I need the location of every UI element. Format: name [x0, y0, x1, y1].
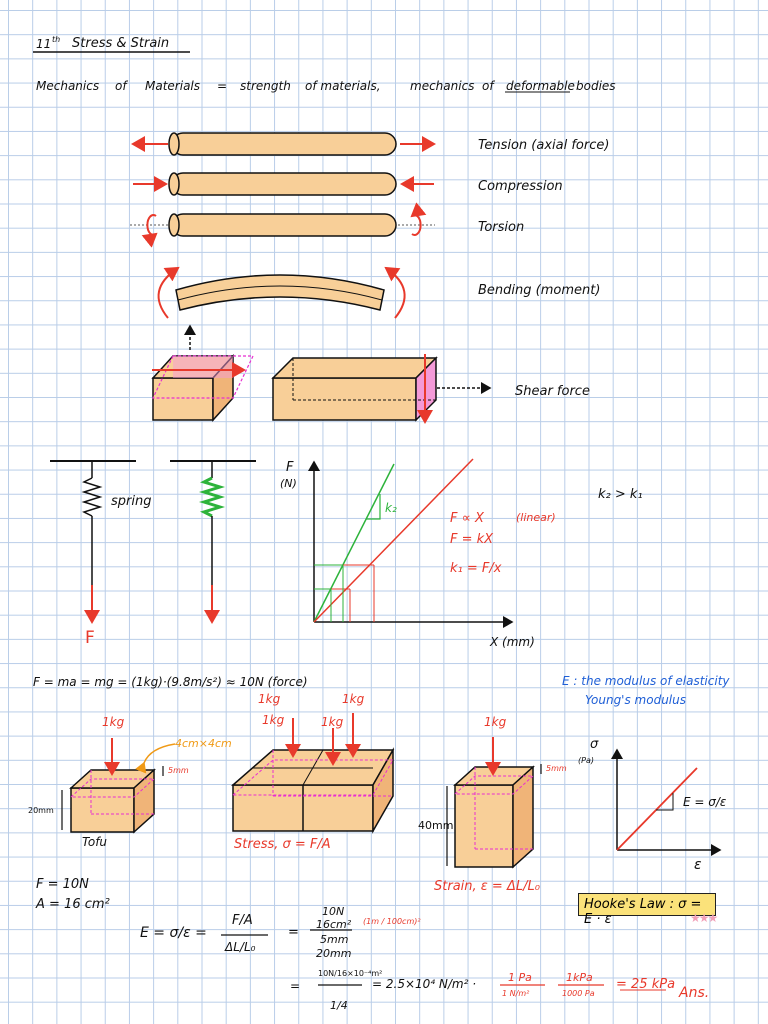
force-given: F = 10N — [36, 877, 89, 892]
stress-cubes — [231, 713, 395, 834]
force-label: F — [85, 628, 95, 648]
line2-numerator: 10N/16×10⁻⁴m² — [318, 969, 383, 978]
fa-numerator: F/A — [232, 913, 253, 928]
ans-label: Ans. — [679, 985, 710, 1001]
hookes-law-text: Hooke's Law : σ = E · ε — [584, 897, 702, 927]
equals-1: = — [288, 925, 299, 940]
spring-2 — [170, 460, 256, 624]
sigma-axis-label: σ — [590, 737, 599, 752]
lecture-number: 11 — [36, 37, 52, 51]
subtitle-word-10: bodies — [576, 79, 616, 93]
compression-label: Compression — [478, 179, 563, 194]
k-compare: k₂ > k₁ — [598, 487, 643, 502]
subtitle-word-9: deformable — [506, 79, 575, 93]
slope-label: E = σ/ε — [683, 795, 727, 809]
bending-arrow-left — [157, 266, 180, 319]
mass-label-3: 1kg — [321, 715, 344, 729]
subtitle-equals: = — [217, 79, 228, 93]
spring-law: F = kX — [450, 532, 494, 547]
k2-label: k₂ — [385, 501, 397, 515]
unit-conversion: (1m / 100cm)² — [363, 917, 421, 926]
mass-label-4: 1kg — [342, 692, 365, 706]
torsion-arrow-left-icon — [141, 214, 158, 248]
subtitle-word-2: of — [115, 79, 127, 93]
lecture-number-suffix: th — [52, 35, 61, 44]
area-given: A = 16 cm² — [36, 897, 110, 912]
youngs-label: Young's modulus — [585, 693, 686, 707]
final-answer: = 25 kPa — [616, 977, 676, 992]
pa-denominator: 1 N/m² — [502, 989, 530, 998]
subtitle-word-7: mechanics — [410, 79, 475, 93]
stars-icon: ★★★ — [690, 911, 718, 925]
tension-label: Tension (axial force) — [478, 138, 610, 153]
graph-y-unit: (N) — [280, 477, 297, 490]
sigma-axis-unit: (Pa) — [578, 756, 594, 765]
area-label: 4cm×4cm — [175, 737, 232, 750]
pa-numerator: 1 Pa — [508, 971, 532, 984]
kpa-denominator: 1000 Pa — [562, 989, 595, 998]
epsilon-axis-label: ε — [694, 857, 702, 873]
hookes-law-box: Hooke's Law : σ = E · ε — [578, 893, 716, 927]
dl-label-2: 5mm — [546, 764, 567, 773]
height-label-2: 40mm — [418, 819, 454, 832]
mass-label-6: 1kg — [484, 715, 507, 729]
torsion-arrow-right-icon — [410, 202, 427, 236]
tofu-label: Tofu — [82, 835, 108, 849]
subtitle-word-3: Materials — [145, 79, 201, 93]
equals-2: = — [290, 979, 301, 993]
frac-den-1: 5mm — [320, 933, 349, 946]
frac-num-2: 16cm² — [316, 918, 352, 931]
stress-strain-graph — [611, 748, 722, 856]
shear-beam — [271, 354, 492, 424]
bending-beam — [157, 266, 406, 350]
subtitle-word-1: Mechanics — [36, 79, 100, 93]
linear-label: (linear) — [516, 511, 556, 524]
subtitle-word-6: of materials, — [305, 79, 381, 93]
strain-cube — [446, 737, 542, 869]
tofu-cube — [61, 738, 176, 834]
kpa-numerator: 1kPa — [566, 971, 593, 984]
graph-y-label: F — [286, 460, 294, 475]
k1-line — [313, 458, 474, 623]
spring-1 — [50, 460, 136, 624]
tension-rod — [131, 132, 436, 156]
line2-denominator: 1/4 — [330, 999, 348, 1012]
page-title: Stress & Strain — [72, 36, 170, 51]
modulus-label: E : the modulus of elasticity — [562, 674, 730, 688]
height-label: 20mm — [28, 806, 54, 815]
torsion-rod — [130, 202, 435, 248]
shear-label: Shear force — [515, 384, 590, 399]
subtitle-word-5: strength — [240, 79, 291, 93]
bending-arrow-right — [384, 266, 406, 319]
shear-cube — [151, 354, 254, 422]
proportional-label: F ∝ X — [450, 511, 484, 526]
frac-den-2: 20mm — [316, 947, 352, 960]
spring-label: spring — [111, 494, 152, 509]
compression-rod — [133, 172, 434, 196]
line2-result: = 2.5×10⁴ N/m² · — [372, 977, 477, 991]
k1-equation: k₁ = F/x — [450, 561, 502, 576]
k2-line — [313, 463, 395, 623]
torsion-label: Torsion — [478, 220, 525, 235]
mass-label-1: 1kg — [102, 715, 125, 729]
bending-label: Bending (moment) — [478, 283, 601, 298]
spring-graph — [308, 458, 514, 628]
strain-label: Strain, ε = ΔL/L₀ — [434, 879, 540, 894]
subtitle-word-8: of — [482, 79, 494, 93]
graph-x-label: X (mm) — [490, 635, 535, 649]
stress-label: Stress, σ = F/A — [234, 837, 331, 852]
fa-denominator: ΔL/L₀ — [225, 940, 256, 954]
dl-label-1: 5mm — [168, 766, 189, 775]
e-equation: E = σ/ε = — [140, 925, 207, 941]
weight-equation: F = ma = mg = (1kg)·(9.8m/s²) ≈ 10N (for… — [33, 675, 308, 689]
mass-label-5: 1kg — [262, 713, 285, 727]
frac-num-1: 10N — [322, 905, 345, 918]
mass-label-2: 1kg — [258, 692, 281, 706]
